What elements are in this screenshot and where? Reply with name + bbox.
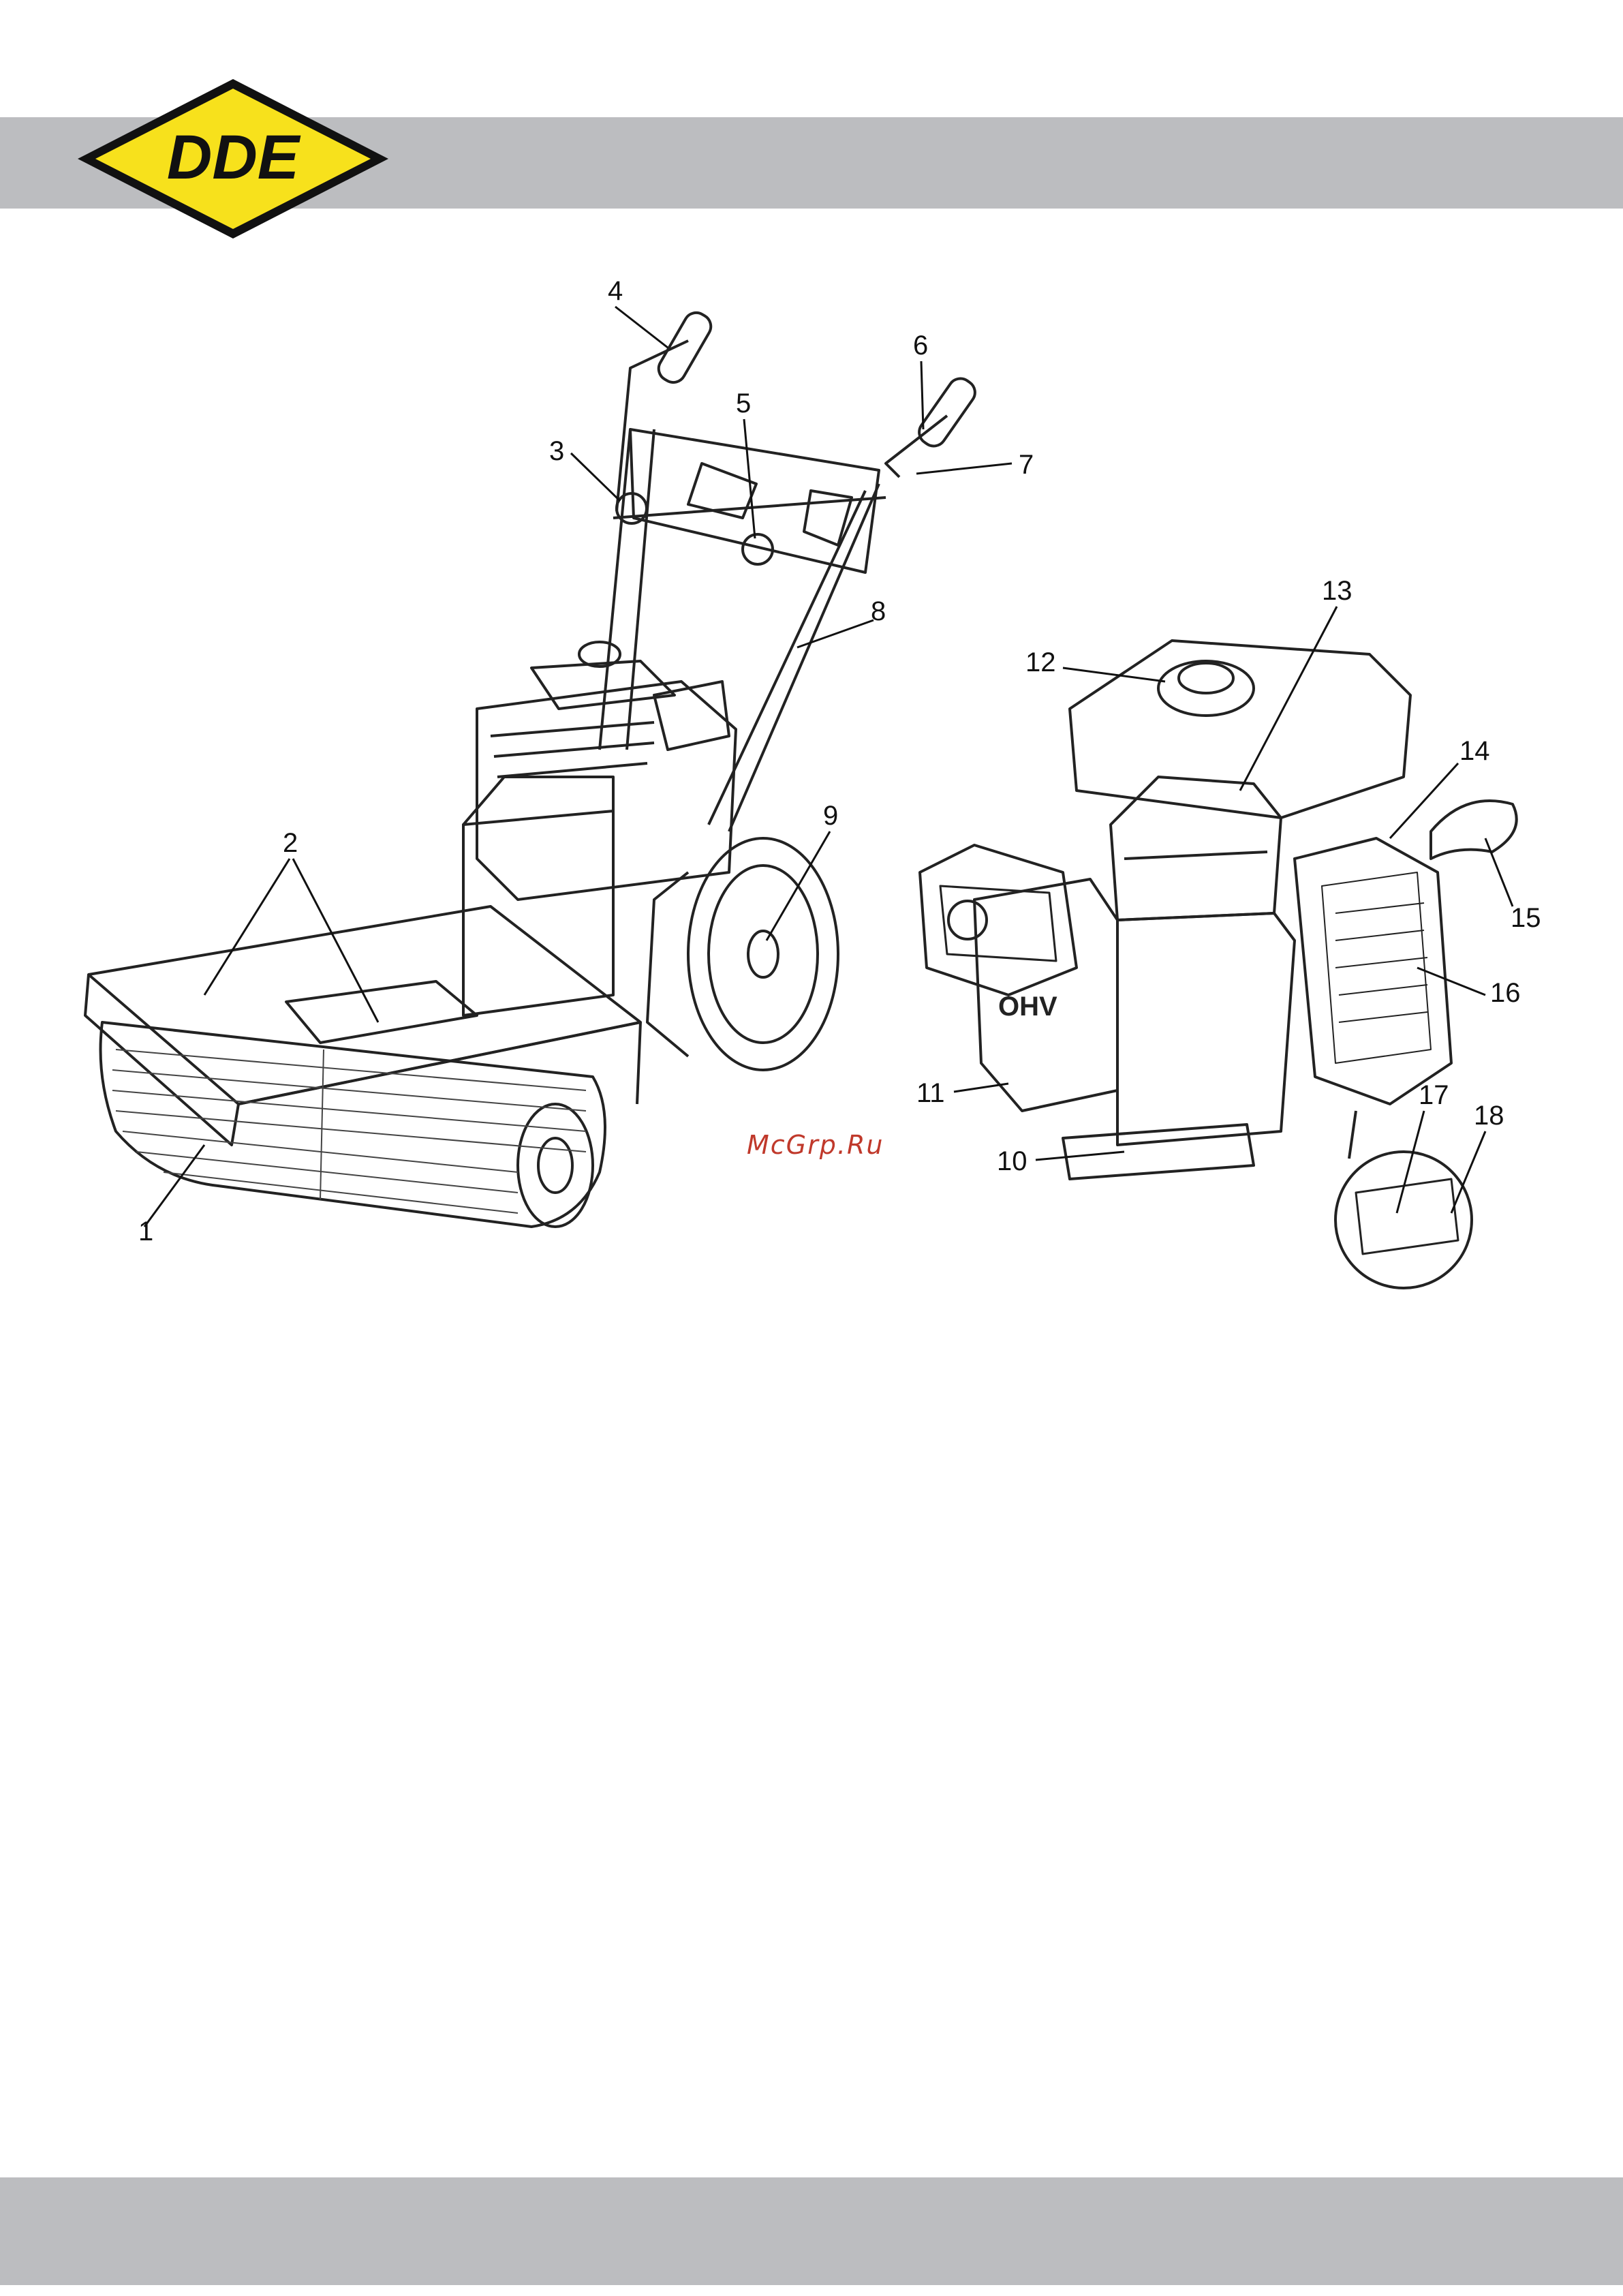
callout-9: 9 <box>823 801 838 831</box>
callout-13: 13 <box>1322 576 1352 606</box>
callout-leaders <box>144 307 1513 1227</box>
engine-illustration: OHV <box>920 641 1517 1288</box>
callout-18: 18 <box>1474 1101 1504 1131</box>
callout-15: 15 <box>1511 903 1541 933</box>
callout-numbers: 1 2 3 4 5 6 7 8 9 10 11 12 13 14 15 16 1… <box>138 276 1541 1246</box>
callout-2: 2 <box>283 828 298 858</box>
callout-6: 6 <box>913 331 928 361</box>
watermark: McGrp.Ru <box>747 1130 951 1160</box>
callout-16: 16 <box>1490 978 1521 1008</box>
dde-logo: DDE <box>74 75 392 243</box>
callout-5: 5 <box>736 388 751 418</box>
callout-8: 8 <box>871 596 886 626</box>
callout-12: 12 <box>1025 647 1056 677</box>
callout-4: 4 <box>608 276 623 306</box>
callout-3: 3 <box>549 436 564 466</box>
sweeper-illustration <box>85 308 980 1227</box>
callout-7: 7 <box>1019 450 1034 480</box>
logo-text: DDE <box>167 123 301 192</box>
callout-1: 1 <box>138 1216 153 1246</box>
callout-10: 10 <box>997 1146 1027 1176</box>
footer-band <box>0 2177 1623 2285</box>
callout-14: 14 <box>1459 736 1490 766</box>
callout-11: 11 <box>916 1078 945 1108</box>
callout-17: 17 <box>1419 1080 1449 1110</box>
svg-text:OHV: OHV <box>998 992 1057 1022</box>
